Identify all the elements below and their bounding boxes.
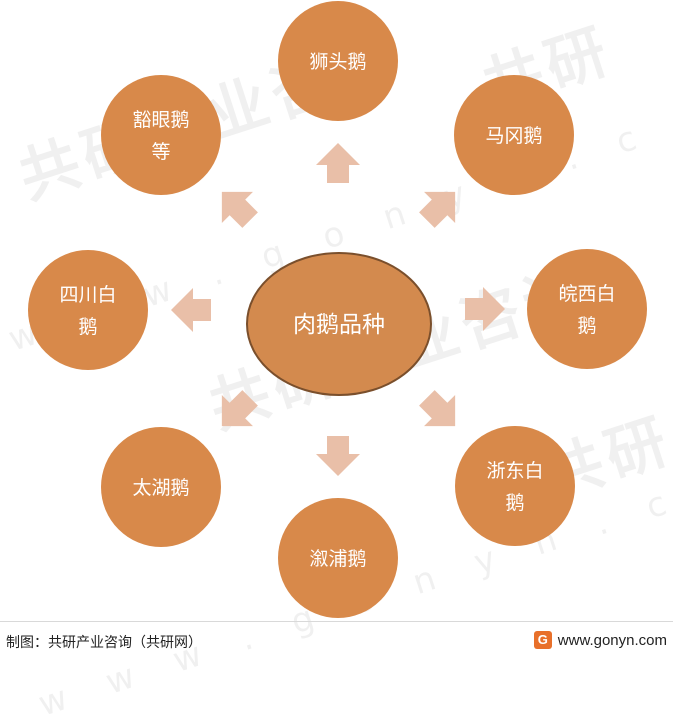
breed-label: 溆浦鹅 bbox=[309, 548, 366, 570]
breed-label: 狮头鹅 bbox=[309, 51, 366, 73]
site-link[interactable]: G www.gonyn.com bbox=[533, 631, 667, 649]
arrow-top-right bbox=[419, 191, 456, 228]
arrow-bottom-left bbox=[221, 390, 258, 427]
breed-node-top: 狮头鹅 bbox=[278, 1, 398, 121]
breed-label: 皖西白 bbox=[558, 283, 615, 305]
source-text: 制图：共研产业咨询（共研网） bbox=[6, 635, 202, 651]
breed-node-bottom: 溆浦鹅 bbox=[278, 498, 398, 618]
breed-circle bbox=[101, 75, 221, 195]
arrow-bottom-right bbox=[419, 390, 456, 427]
center-node: 肉鹅品种 bbox=[246, 252, 432, 396]
arrow-left bbox=[171, 288, 211, 332]
footer: 制图：共研产业咨询（共研网） G www.gonyn.com bbox=[0, 621, 673, 662]
breed-circle bbox=[101, 427, 221, 547]
site-url: www.gonyn.com bbox=[557, 631, 667, 649]
arrow-bottom bbox=[316, 436, 360, 476]
breed-circle bbox=[28, 250, 148, 370]
arrow-top bbox=[316, 143, 360, 183]
breed-label: 四川白 bbox=[59, 284, 116, 306]
center-label: 肉鹅品种 bbox=[293, 312, 385, 338]
breed-label: 等 bbox=[151, 141, 170, 163]
gonyn-logo-icon: G bbox=[533, 631, 552, 649]
arrows-layer bbox=[171, 143, 505, 476]
breed-circle bbox=[455, 426, 575, 546]
breed-label: 鹅 bbox=[577, 315, 596, 337]
breed-node-top-right: 马冈鹅 bbox=[454, 75, 574, 195]
arrow-top-left bbox=[221, 191, 258, 228]
breed-label: 鹅 bbox=[505, 492, 524, 514]
breed-circle bbox=[454, 75, 574, 195]
breed-label: 浙东白 bbox=[486, 460, 543, 482]
breed-node-bottom-left: 太湖鹅 bbox=[101, 427, 221, 547]
arrow-right bbox=[465, 287, 505, 331]
breed-label: 马冈鹅 bbox=[485, 125, 542, 147]
breed-label: 豁眼鹅 bbox=[132, 109, 189, 131]
breed-circle bbox=[278, 498, 398, 618]
center-ellipse bbox=[246, 252, 432, 396]
breed-circle bbox=[527, 249, 647, 369]
breed-label: 太湖鹅 bbox=[132, 477, 189, 499]
breed-label: 鹅 bbox=[78, 316, 97, 338]
breed-circle bbox=[278, 1, 398, 121]
